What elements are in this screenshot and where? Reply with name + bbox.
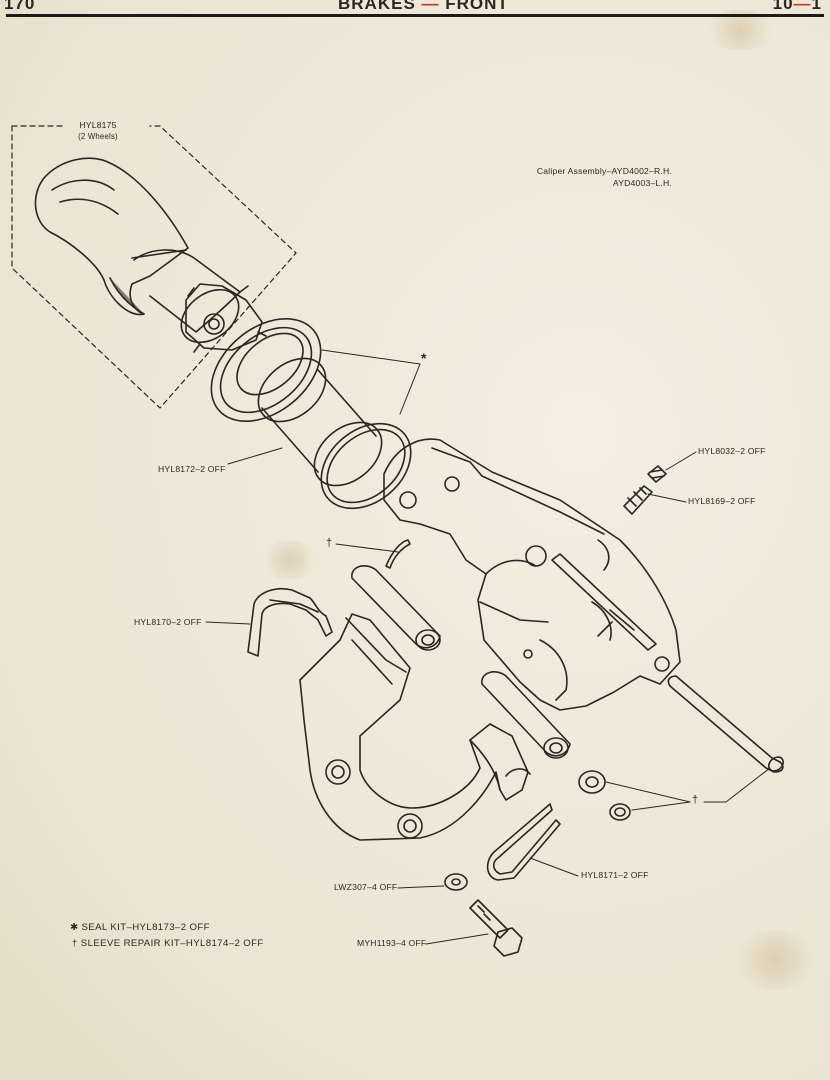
seal-kit-leader <box>321 349 421 415</box>
bleed-screw <box>623 485 653 515</box>
paper-stain <box>260 540 320 580</box>
legend-seal-kit: ✱ SEAL KIT–HYL8173–2 OFF <box>70 922 210 933</box>
label-split-pin-dagger: † <box>326 537 333 549</box>
guide-pin-lower <box>667 675 785 773</box>
piston-group-dashed-outline <box>11 125 297 409</box>
label-hyl8175: HYL8175 <box>79 120 117 130</box>
myh1193-leader <box>425 933 489 945</box>
caliper-assembly-rh: Caliper Assembly–AYD4002–R.H. <box>536 166 672 176</box>
spring-washer <box>444 873 468 891</box>
hyl8171-leader <box>529 857 579 877</box>
label-hyl8175-note: (2 Wheels) <box>78 132 118 141</box>
sleeve-lower <box>481 671 571 759</box>
carrier-bracket <box>299 613 531 841</box>
paper-stain <box>730 930 820 990</box>
dust-boot <box>34 157 189 316</box>
label-myh1193: MYH1193–4 OFF <box>357 938 427 948</box>
hyl8169-leader <box>647 493 687 503</box>
group-number-dash: — <box>793 0 812 13</box>
label-hyl8171: HYL8171–2 OFF <box>581 870 649 880</box>
retaining-clip <box>486 803 561 881</box>
label-hyl8170: HYL8170–2 OFF <box>134 617 202 627</box>
inner-seal-ring <box>320 422 412 510</box>
group-number-main: 10 <box>772 0 794 13</box>
split-pin-leader <box>335 543 399 553</box>
label-sleeve-dagger: † <box>692 794 699 806</box>
hyl8172-leader <box>227 447 283 465</box>
outer-seal-ring <box>210 317 322 423</box>
guide-pin-upper <box>551 553 657 651</box>
group-number: 10—1 <box>773 0 822 14</box>
sleeve-upper <box>351 565 441 651</box>
section-title: BRAKES — FRONT <box>338 0 509 14</box>
piston-head <box>185 283 267 353</box>
page-number: 170 <box>4 0 36 13</box>
lwz307-leader <box>397 885 445 889</box>
legend-sleeve-repair-kit: † SLEEVE REPAIR KIT–HYL8174–2 OFF <box>72 938 264 949</box>
label-hyl8169: HYL8169–2 OFF <box>688 496 756 506</box>
caliper-assembly-lh: AYD4003–L.H. <box>612 178 672 188</box>
section-title-front: FRONT <box>445 0 509 13</box>
label-hyl8172: HYL8172–2 OFF <box>158 464 226 474</box>
hyl8170-leader <box>205 621 251 625</box>
bleed-screw-cap <box>647 465 667 483</box>
label-lwz307: LWZ307–4 OFF <box>334 882 398 892</box>
label-seal-kit-asterisk: * <box>421 350 427 366</box>
header-rule <box>6 14 824 17</box>
caliper-body <box>383 438 681 711</box>
bush-lower <box>609 803 631 821</box>
section-title-brakes: BRAKES <box>338 0 416 13</box>
section-title-dash: — <box>421 0 440 13</box>
hyl8032-leader <box>665 451 697 471</box>
piston-sleeve <box>133 249 241 344</box>
group-number-page: 1 <box>811 0 822 13</box>
sleeve-kit-leader-right <box>605 767 771 811</box>
label-hyl8032: HYL8032–2 OFF <box>698 446 766 456</box>
piston <box>257 357 383 487</box>
split-pin <box>385 539 411 569</box>
anti-rattle-spring <box>247 588 333 657</box>
mounting-bolt <box>469 899 523 957</box>
bush-upper <box>578 770 606 794</box>
